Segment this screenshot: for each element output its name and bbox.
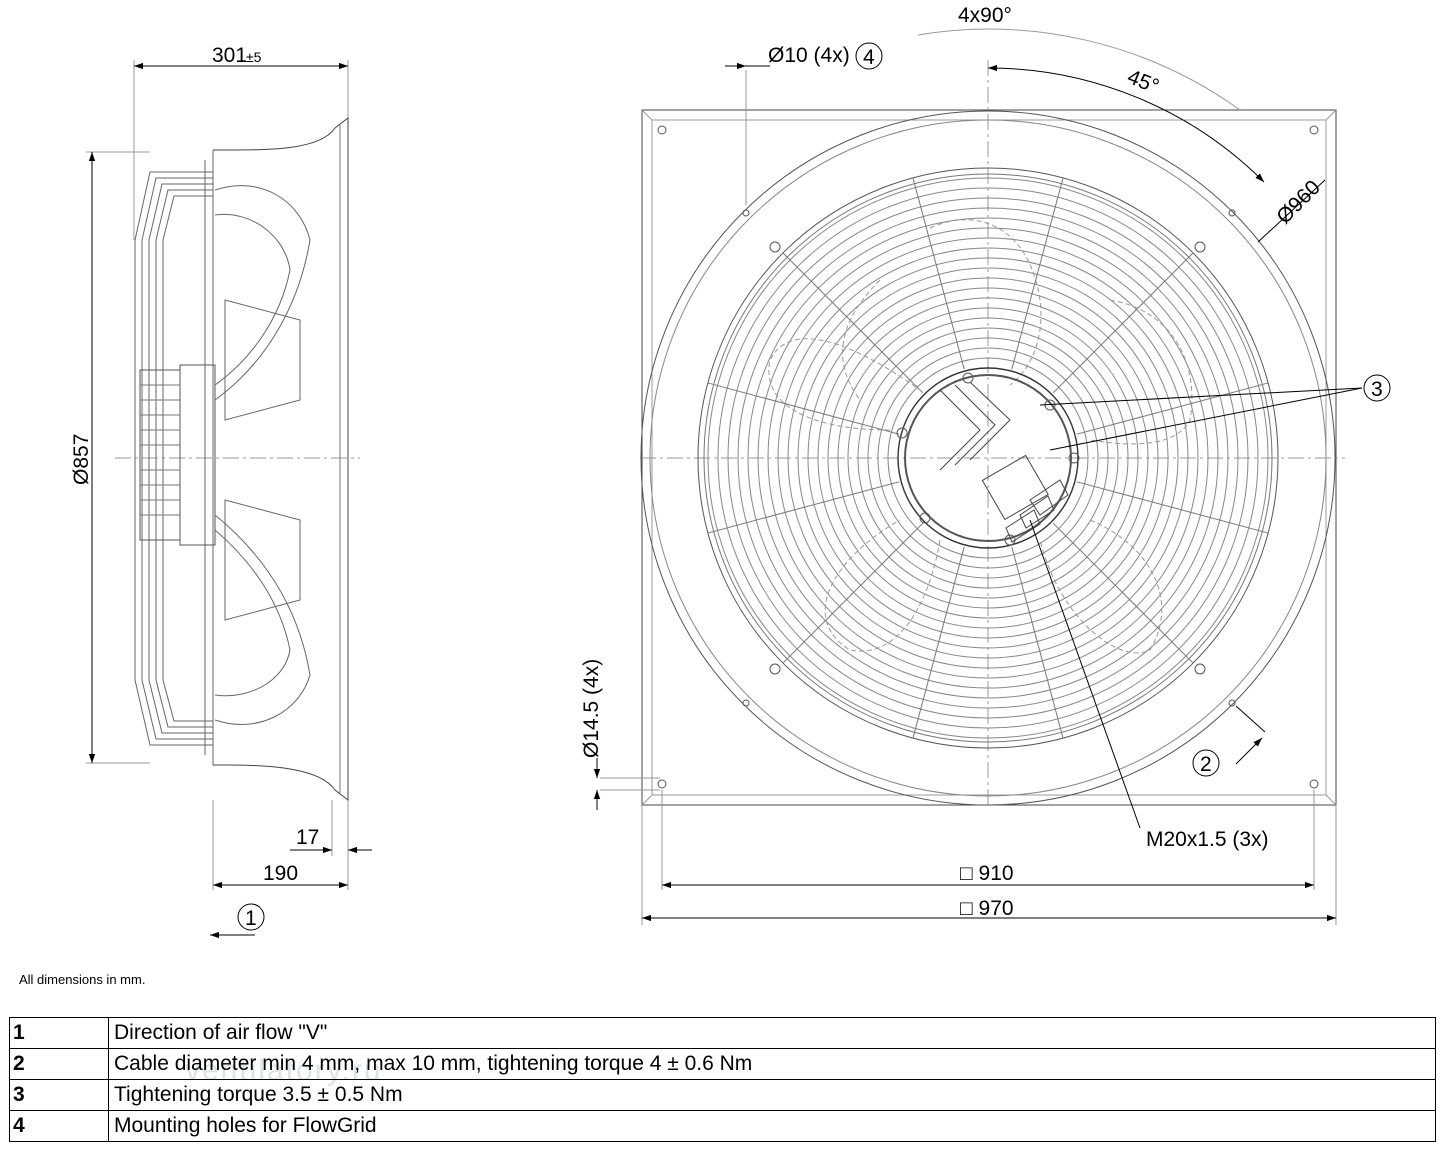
depth-tolerance: ±5: [246, 49, 262, 65]
grill-spoke: [782, 522, 924, 664]
grill-ring: [817, 287, 1159, 629]
svg-text:1: 1: [245, 907, 257, 930]
dimension-190: 190: [263, 862, 298, 885]
grill-spoke: [912, 177, 965, 370]
grill-spoke: [707, 481, 900, 534]
legend-text: Direction of air flow "V": [108, 1017, 1436, 1049]
grill-ring: [857, 327, 1119, 589]
legend-number: 2: [9, 1048, 109, 1080]
grill-ring: [757, 227, 1219, 689]
callout-2: 2: [1192, 749, 1220, 777]
grill-spoke: [912, 546, 965, 739]
grill-spoke: [1076, 382, 1269, 435]
legend-row: 2 Cable diameter min 4 mm, max 10 mm, ti…: [9, 1048, 1436, 1080]
callout-1: 1: [237, 903, 265, 931]
angle-45-label: 45°: [1124, 65, 1162, 98]
legend-number: 4: [9, 1110, 109, 1142]
svg-text:2: 2: [1200, 753, 1212, 776]
dimension-17: 17: [296, 826, 319, 849]
grill-ring: [787, 257, 1189, 659]
grill-ring: [827, 297, 1149, 619]
svg-text:4: 4: [863, 46, 875, 69]
legend-row: 4 Mounting holes for FlowGrid: [9, 1110, 1436, 1142]
legend-text: Cable diameter min 4 mm, max 10 mm, tigh…: [108, 1048, 1436, 1080]
depth-dimension: 301: [212, 44, 247, 67]
grill-ring: [747, 217, 1229, 699]
legend-row: 3 Tightening torque 3.5 ± 0.5 Nm: [9, 1079, 1436, 1111]
grill-spoke: [707, 382, 900, 435]
legend-text: Mounting holes for FlowGrid: [108, 1110, 1436, 1142]
hole-14-label: Ø14.5 (4x): [580, 659, 603, 758]
thread-label: M20x1.5 (3x): [1146, 828, 1269, 851]
legend-table: 1 Direction of air flow "V" 2 Cable diam…: [9, 1017, 1436, 1142]
square-970-label: □ 970: [960, 897, 1014, 920]
grill-spoke: [1011, 546, 1064, 739]
grill-ring: [717, 187, 1259, 729]
callout-3: 3: [1363, 374, 1391, 402]
grill-ring: [727, 197, 1249, 719]
legend-number: 3: [9, 1079, 109, 1111]
grill-rings: [707, 177, 1269, 739]
legend-row: 1 Direction of air flow "V": [9, 1017, 1436, 1049]
side-view: [86, 60, 372, 939]
grill-ring: [767, 237, 1209, 679]
grill-ring: [797, 267, 1179, 649]
grill-ring: [737, 207, 1239, 709]
grill-ring: [877, 347, 1099, 569]
square-910-label: □ 910: [960, 862, 1014, 885]
legend-text: Tightening torque 3.5 ± 0.5 Nm: [108, 1079, 1436, 1111]
svg-text:3: 3: [1371, 378, 1383, 401]
units-note: All dimensions in mm.: [19, 972, 146, 987]
grill-spoke: [1052, 252, 1194, 394]
callout-4: 4: [855, 42, 883, 70]
front-view: [593, 28, 1363, 925]
grill-spokes: [707, 177, 1269, 739]
grill-ring: [887, 357, 1089, 559]
dia-960-label: Ø960: [1272, 176, 1325, 229]
angle-4x90-label: 4x90°: [958, 4, 1012, 27]
grill-ring: [867, 337, 1109, 579]
outer-diameter-label: Ø857: [70, 434, 93, 485]
grill-ring: [847, 317, 1129, 599]
hole-10-label: Ø10 (4x): [768, 44, 850, 67]
grill-spoke: [782, 252, 924, 394]
grill-spoke: [1076, 481, 1269, 534]
grill-ring: [807, 277, 1169, 639]
grill-ring: [837, 307, 1139, 609]
grill-spoke: [1011, 177, 1064, 370]
legend-number: 1: [9, 1017, 109, 1049]
grill-spoke: [1052, 522, 1194, 664]
grill-ring: [777, 247, 1199, 669]
